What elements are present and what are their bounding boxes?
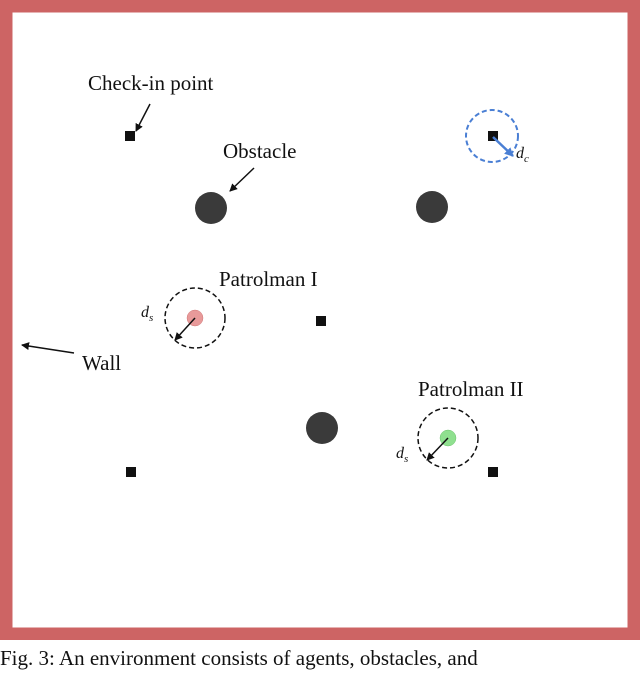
patrolman-2-radius-arrow (426, 437, 449, 461)
check-in-point-pointer (135, 103, 151, 132)
check-in-point-label: Check-in point (88, 71, 214, 95)
check-in-radius-circle (465, 109, 519, 163)
environment-diagram: dc Check-in point Obstacle Patrolman I d… (0, 0, 640, 640)
patrolman-2-sensing-circle (417, 407, 479, 469)
obstacle-label: Obstacle (223, 139, 296, 163)
figure-caption: Fig. 3: An environment consists of agent… (0, 646, 478, 670)
d-c-label: dc (516, 145, 529, 165)
check-in-radius-arrow (492, 136, 514, 157)
obstacle (195, 192, 227, 224)
patrolman-1-label: Patrolman I (219, 267, 318, 291)
check-in-point (488, 467, 498, 477)
wall-border (0, 0, 640, 640)
check-in-point (488, 131, 498, 141)
patrolman-1-sensing-circle (164, 287, 226, 349)
patrolman-2-label: Patrolman II (418, 377, 524, 401)
patrolman-1-d-s-label: ds (141, 304, 153, 324)
patrolman-1-radius-arrow (174, 317, 196, 341)
patrolman-2-d-s-label: ds (396, 445, 408, 465)
obstacle-pointer (229, 167, 255, 192)
obstacle (416, 191, 448, 223)
wall-pointer (21, 342, 75, 354)
wall-label: Wall (82, 351, 121, 375)
check-in-point (125, 131, 135, 141)
check-in-point (126, 467, 136, 477)
obstacle (306, 412, 338, 444)
check-in-point (316, 316, 326, 326)
